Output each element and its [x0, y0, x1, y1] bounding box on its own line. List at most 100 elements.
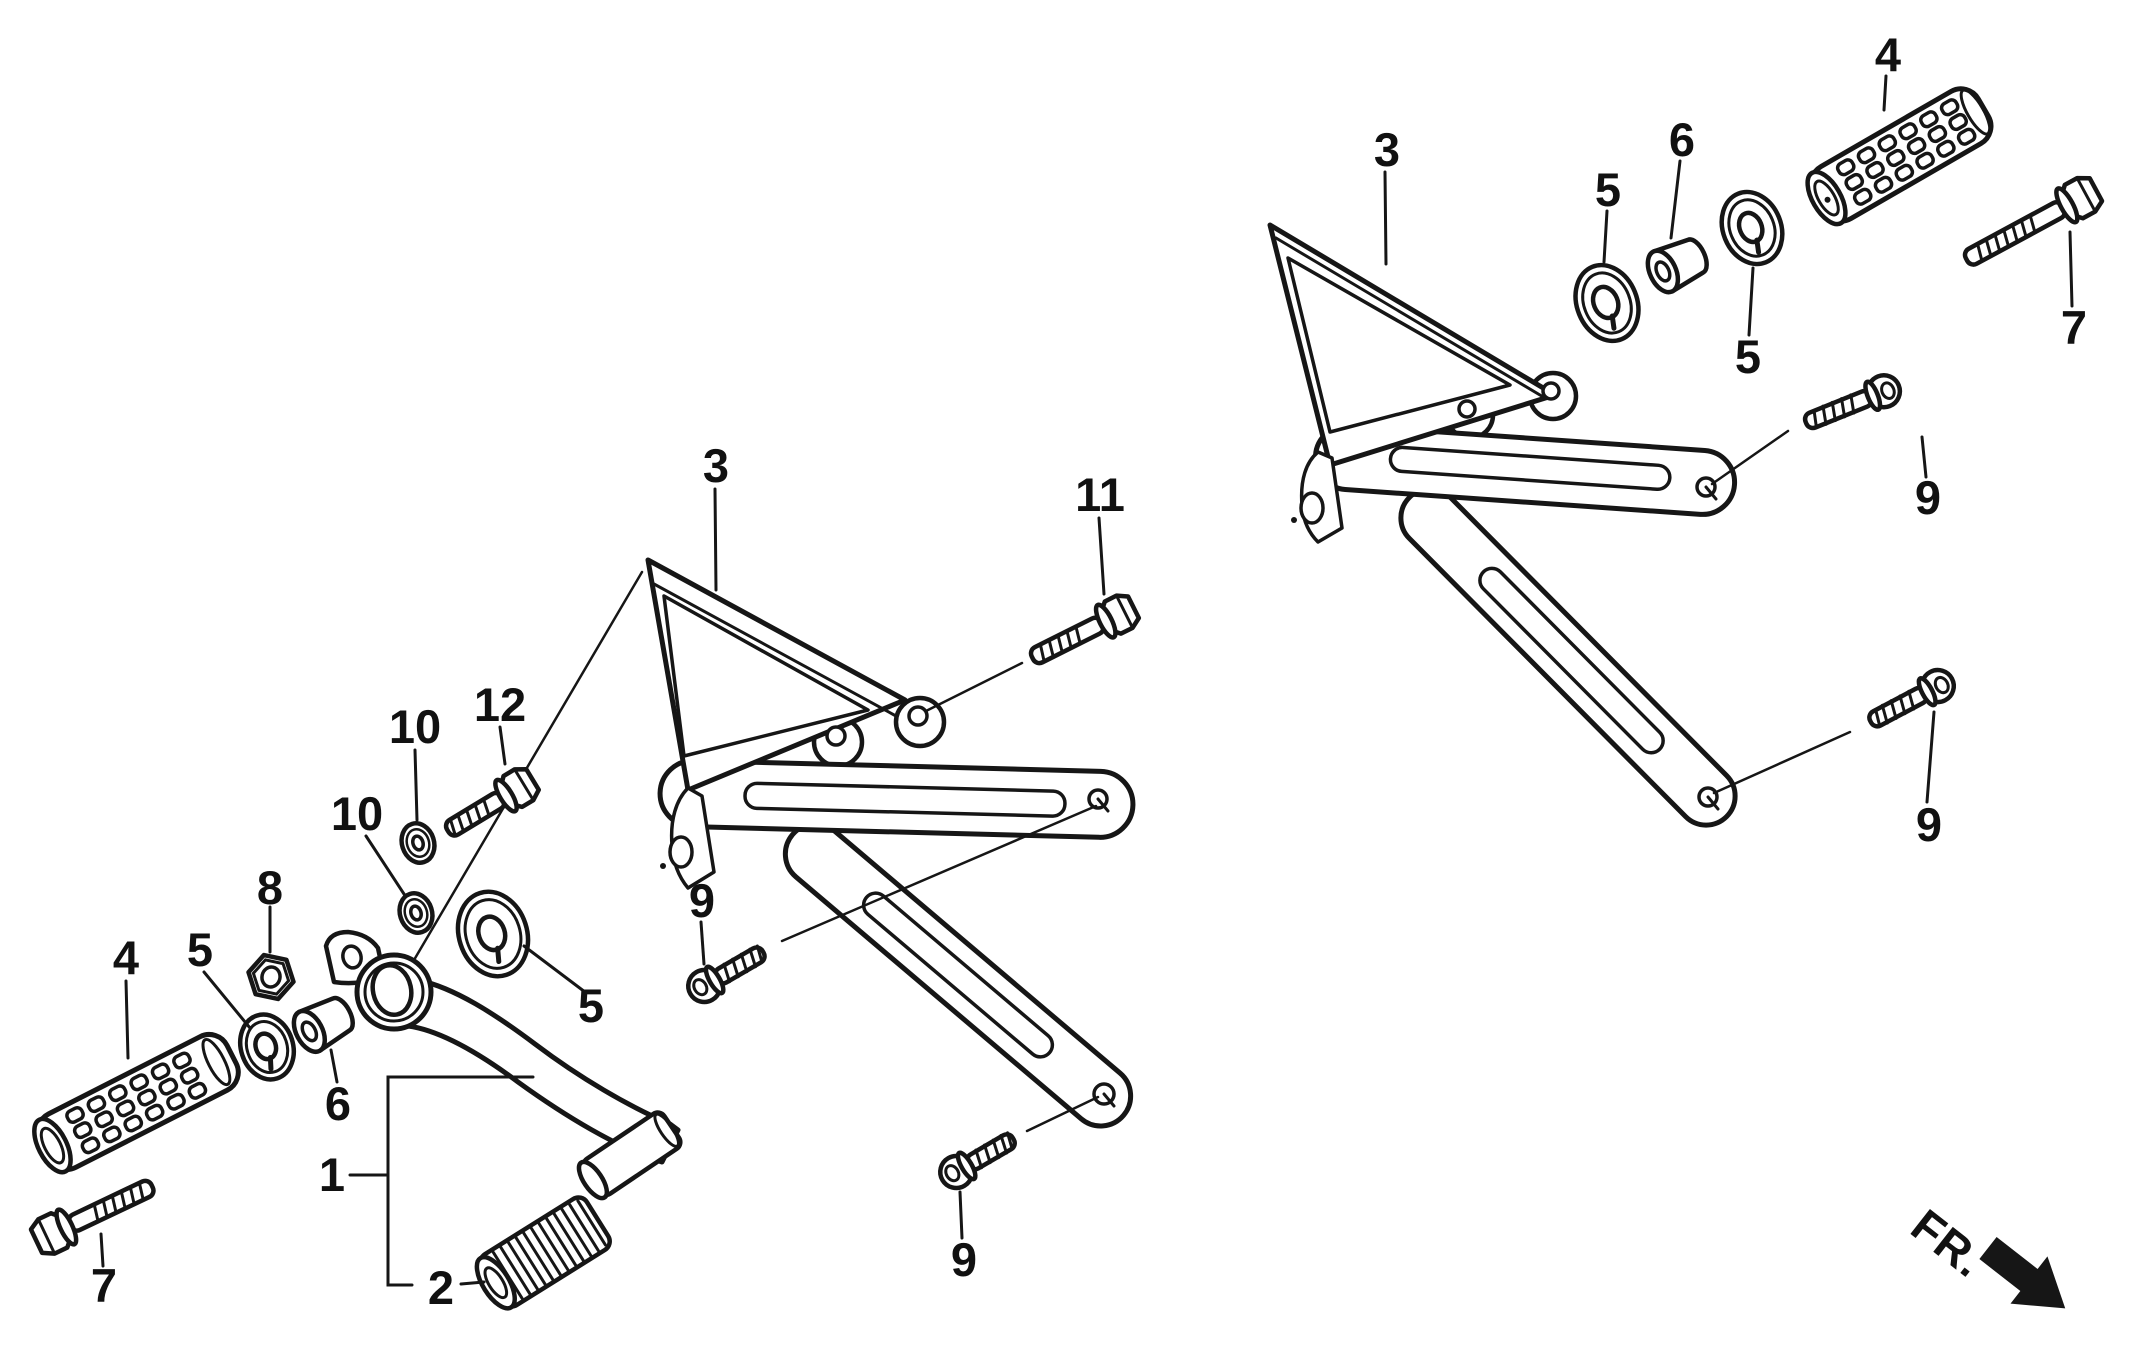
- assembly-line-bolt11-to-ear: [924, 661, 1024, 713]
- callout-6-collar-left: 6: [325, 1077, 351, 1130]
- callout-1-pedal: 1: [319, 1148, 345, 1201]
- leader-9-right-upper: [1920, 435, 1928, 479]
- callout-labels: 1 2 3 3 4 4 5 5 5 5 6 6 7 7 8 9 9 9 9 10…: [91, 28, 2087, 1314]
- assembly-lines: [412, 429, 1852, 1133]
- callout-10-washer-upper: 10: [389, 700, 441, 753]
- bolt-7-left: [28, 1178, 156, 1256]
- hole-tick: [1096, 797, 1110, 813]
- washer-5-large: [455, 889, 531, 979]
- callout-3-middle-bracket: 3: [703, 439, 729, 492]
- leader-3-right: [1383, 170, 1388, 266]
- assembly-line-bolt9-to-arm: [780, 804, 1098, 943]
- washer-5-small: [238, 1012, 296, 1082]
- ear-hole: [1541, 381, 1561, 401]
- leader-bracket-1: [386, 1075, 535, 1287]
- callout-leaders: [99, 74, 2074, 1287]
- footpeg-knurl: [65, 1051, 208, 1155]
- washer-10-lower: [397, 891, 435, 935]
- leader-6-left: [329, 1048, 339, 1084]
- hole-tick: [1706, 795, 1720, 811]
- collar-right: [1645, 237, 1709, 295]
- front-direction-indicator: FR.: [1902, 1199, 2066, 1309]
- leader-7-left: [99, 1232, 105, 1268]
- nut-8: [246, 952, 296, 1002]
- bolt-9-right-upper: [1802, 373, 1903, 431]
- leader-5-right-b: [1747, 266, 1755, 337]
- callout-9-bolt-middle-left: 9: [689, 874, 715, 927]
- collar-left: [291, 995, 355, 1055]
- bracket-leg-slot: [861, 891, 1055, 1059]
- right-footpeg: [1805, 86, 1994, 227]
- bolt-7-right: [1962, 175, 2105, 267]
- callout-12-bolt: 12: [474, 678, 526, 731]
- leader-9-middle-left: [699, 920, 706, 966]
- callout-9-bolt-right-lower: 9: [1916, 798, 1942, 851]
- pedal-ear-hole: [341, 944, 363, 970]
- ear-hole: [825, 725, 847, 747]
- assembly-line-pedal-to-bracket: [412, 570, 644, 962]
- callout-3-right-bracket: 3: [1374, 123, 1400, 176]
- leader-11: [1097, 516, 1106, 596]
- callout-7-bolt-left: 7: [91, 1259, 117, 1312]
- bracket-triangle-cutout: [1286, 256, 1512, 434]
- rubber-ribs: [491, 1199, 607, 1300]
- bolt-9-middle-left: [686, 944, 767, 1005]
- leader-5-small: [202, 970, 252, 1030]
- bracket-dot: [660, 863, 666, 869]
- leader-10-lower: [364, 834, 406, 896]
- callout-5-washer-right-a: 5: [1595, 163, 1621, 216]
- callout-8-nut: 8: [257, 861, 283, 914]
- leader-5-large: [522, 944, 587, 994]
- bracket-side-hole: [668, 835, 694, 869]
- callout-4-left-footpeg: 4: [113, 931, 139, 984]
- callout-7-bolt-right: 7: [2061, 301, 2087, 354]
- assembly-line-bolt9-to-leg: [1025, 1095, 1100, 1133]
- leader-3-middle: [713, 487, 718, 592]
- bolt-9-middle-bottom: [938, 1131, 1017, 1191]
- pedal-boss-hole: [370, 962, 414, 1018]
- bracket-leg-slot: [1478, 566, 1665, 755]
- callout-11-bolt: 11: [1075, 468, 1125, 521]
- leader-6-right: [1669, 159, 1682, 240]
- callout-5-washer-large: 5: [578, 979, 604, 1032]
- callout-5-washer-small: 5: [187, 923, 213, 976]
- bracket-arm-slot: [1388, 445, 1672, 492]
- middle-step-bracket: [645, 557, 1136, 1129]
- leader-4-left: [124, 979, 130, 1060]
- gearshift-pedal: [323, 929, 683, 1201]
- washer-5-right-b: [1719, 189, 1785, 267]
- leader-9-middle-bottom: [958, 1190, 964, 1240]
- leader-7-right: [2068, 230, 2074, 308]
- pedal-boss-rim: [363, 961, 425, 1023]
- pedal-rubber: [474, 1195, 612, 1311]
- right-step-bracket: [1267, 222, 1738, 828]
- leader-4-right: [1882, 74, 1888, 112]
- bracket-dot: [1291, 517, 1297, 523]
- ear-hole: [907, 705, 929, 727]
- bracket-side-hole: [1299, 491, 1325, 525]
- leader-2: [459, 1280, 486, 1286]
- hole-tick: [1704, 485, 1718, 501]
- pedal-tip-shaft: [576, 1110, 683, 1201]
- callout-6-collar-right: 6: [1669, 113, 1695, 166]
- ear-hole: [1457, 399, 1477, 419]
- footpeg-knurl: [1835, 98, 1977, 206]
- bracket-triangle-cutout: [662, 594, 870, 758]
- fr-arrow-icon: [1979, 1236, 2066, 1309]
- bolt-12: [443, 767, 541, 838]
- callout-5-washer-right-b: 5: [1735, 330, 1761, 383]
- callout-9-bolt-middle-bottom: 9: [951, 1233, 977, 1286]
- fr-label: FR.: [1902, 1199, 1995, 1287]
- washer-10-upper: [399, 821, 437, 865]
- left-footpeg: [32, 1032, 241, 1175]
- callout-2-rubber: 2: [428, 1261, 454, 1314]
- hole-tick: [1102, 1092, 1116, 1108]
- callout-9-bolt-right-upper: 9: [1915, 471, 1941, 524]
- callout-10-washer-lower: 10: [331, 787, 383, 840]
- washer-5-right-a: [1573, 262, 1641, 344]
- assembly-line-bolt9-to-leg-right: [1712, 730, 1852, 795]
- bracket-fold-edge: [1274, 236, 1547, 400]
- bracket-arm-slot: [743, 781, 1067, 818]
